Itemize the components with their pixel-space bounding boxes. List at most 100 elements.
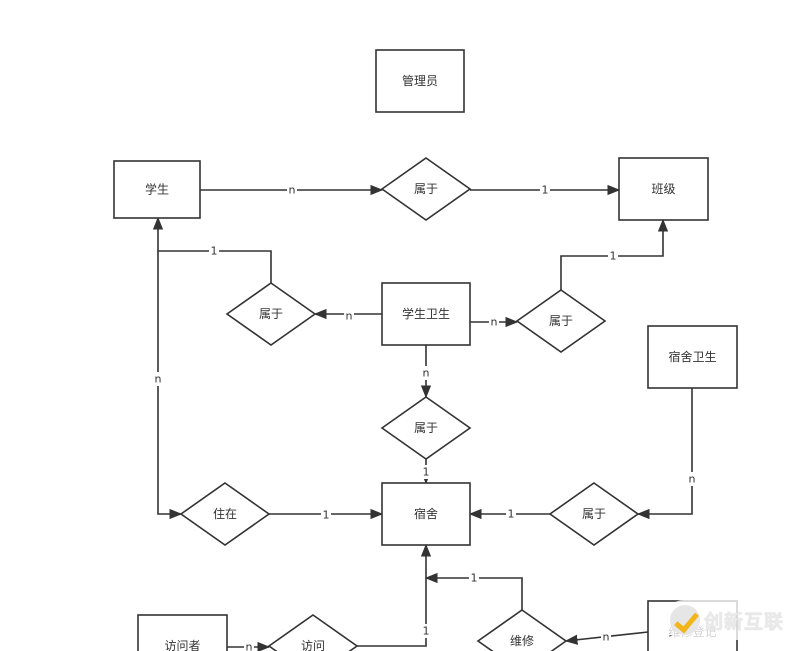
cardinality-label: 1	[321, 508, 331, 522]
entity-label: 管理员	[402, 73, 438, 88]
cardinality-label: 1	[469, 571, 479, 585]
cardinality-text: n	[689, 473, 696, 486]
connector-rel-visit-to-dorm	[357, 543, 432, 647]
cardinality-text: n	[155, 373, 162, 386]
relationship-rel-live: 住在	[179, 482, 271, 546]
relationship-diamond	[179, 482, 271, 546]
cardinality-label-bg	[421, 465, 431, 479]
relationship-diamond	[476, 609, 568, 651]
relationship-diamond	[515, 289, 607, 353]
cardinality-label-bg	[469, 571, 479, 585]
entity-label: 学生卫生	[402, 306, 450, 321]
cardinality-label-bg	[287, 183, 297, 197]
entity-box	[381, 482, 471, 546]
cardinality-text: 1	[542, 184, 549, 197]
connector-dorm-hygiene-to-rel-dh-dorm	[636, 388, 693, 520]
entity-admin: 管理员	[375, 49, 465, 113]
cardinality-text: 1	[610, 250, 617, 263]
entity-label: 访问者	[164, 639, 200, 651]
relationship-rel-repair: 维修	[476, 609, 568, 651]
cardinality-label: n	[421, 366, 431, 380]
cardinality-label-bg	[153, 372, 163, 386]
cardinality-label: 1	[209, 244, 219, 258]
entity-visitor: 访问者	[137, 614, 228, 651]
entity-student: 学生	[113, 160, 201, 219]
cardinality-label-bg	[506, 507, 516, 521]
cardinality-label-bg	[687, 472, 697, 486]
relationship-rel-dh-dorm: 属于	[548, 482, 640, 546]
relationship-rel-sh-dorm: 属于	[380, 396, 472, 460]
cardinality-label: 1	[540, 183, 550, 197]
cardinality-label: 1	[421, 465, 431, 479]
cardinality-text: n	[289, 184, 296, 197]
relationship-label: 属于	[414, 182, 438, 196]
relationship-label: 属于	[414, 421, 438, 435]
cardinality-label-bg	[344, 309, 354, 323]
cardinality-label: n	[489, 315, 499, 329]
relationship-diamond	[267, 614, 359, 651]
cardinality-text: n	[423, 367, 430, 380]
relationship-label: 维修	[510, 633, 534, 648]
cardinality-text: 1	[211, 245, 218, 258]
watermark: 创新互联	[664, 600, 803, 640]
cardinality-text: n	[603, 631, 610, 644]
relationship-rel-student-class: 属于	[380, 157, 472, 221]
relationship-diamond	[380, 157, 472, 221]
connector-student-to-rel-live	[157, 251, 183, 520]
cardinality-label: 1	[421, 624, 431, 638]
cardinality-label-layer: n 1 n 1 n 1 n 1 n 1 n 1 n 1 n 1	[153, 183, 697, 651]
cardinality-label-bg	[540, 183, 550, 197]
cardinality-text: 1	[423, 625, 430, 638]
cardinality-label-bg	[244, 640, 254, 651]
relationship-label: 属于	[549, 314, 573, 328]
relationship-rel-sh-student: 属于	[225, 282, 317, 346]
relationship-diamond	[380, 396, 472, 460]
cardinality-text: 1	[323, 509, 330, 522]
relationship-diamond	[548, 482, 640, 546]
relationship-label: 住在	[213, 507, 237, 521]
entity-box	[375, 49, 465, 113]
relationship-diamond	[225, 282, 317, 346]
relationship-rel-sh-class: 属于	[515, 289, 607, 353]
relationship-label: 访问	[301, 639, 325, 651]
cardinality-label-bg	[601, 630, 611, 644]
cardinality-text: n	[346, 310, 353, 323]
cardinality-label: n	[601, 630, 611, 644]
cardinality-text: n	[246, 641, 253, 651]
watermark-text: 创新互联	[704, 610, 785, 633]
cardinality-label-bg	[608, 249, 618, 263]
cardinality-label-bg	[421, 624, 431, 638]
cardinality-label: n	[244, 640, 254, 651]
cardinality-label: 1	[506, 507, 516, 521]
entity-label: 宿舍卫生	[668, 349, 716, 364]
entity-label: 班级	[651, 182, 675, 196]
entity-class: 班级	[618, 157, 709, 221]
entity-dorm: 宿舍	[381, 482, 471, 546]
entity-student-hygiene: 学生卫生	[381, 282, 471, 346]
cardinality-label-bg	[321, 508, 331, 522]
cardinality-label-bg	[489, 315, 499, 329]
cardinality-label: n	[687, 472, 697, 486]
relationship-label: 属于	[582, 507, 606, 521]
cardinality-label: n	[153, 372, 163, 386]
cardinality-text: n	[491, 316, 498, 329]
cardinality-text: 1	[423, 466, 430, 479]
cardinality-label: 1	[608, 249, 618, 263]
entity-label: 宿舍	[414, 506, 438, 521]
relationship-label: 属于	[259, 307, 283, 321]
cardinality-label: n	[344, 309, 354, 323]
cardinality-label: n	[287, 183, 297, 197]
relationship-rel-visit: 访问	[267, 614, 359, 651]
connector-rel-repair-to-dorm	[424, 572, 523, 610]
entity-box	[647, 325, 738, 389]
cardinality-text: 1	[508, 508, 515, 521]
watermark-logo-icon	[670, 605, 700, 635]
cardinality-text: 1	[471, 572, 478, 585]
entity-box	[137, 614, 228, 651]
entity-box	[113, 160, 201, 219]
entity-box	[618, 157, 709, 221]
cardinality-label-bg	[421, 366, 431, 380]
entity-box	[381, 282, 471, 346]
entity-label: 学生	[145, 182, 169, 197]
